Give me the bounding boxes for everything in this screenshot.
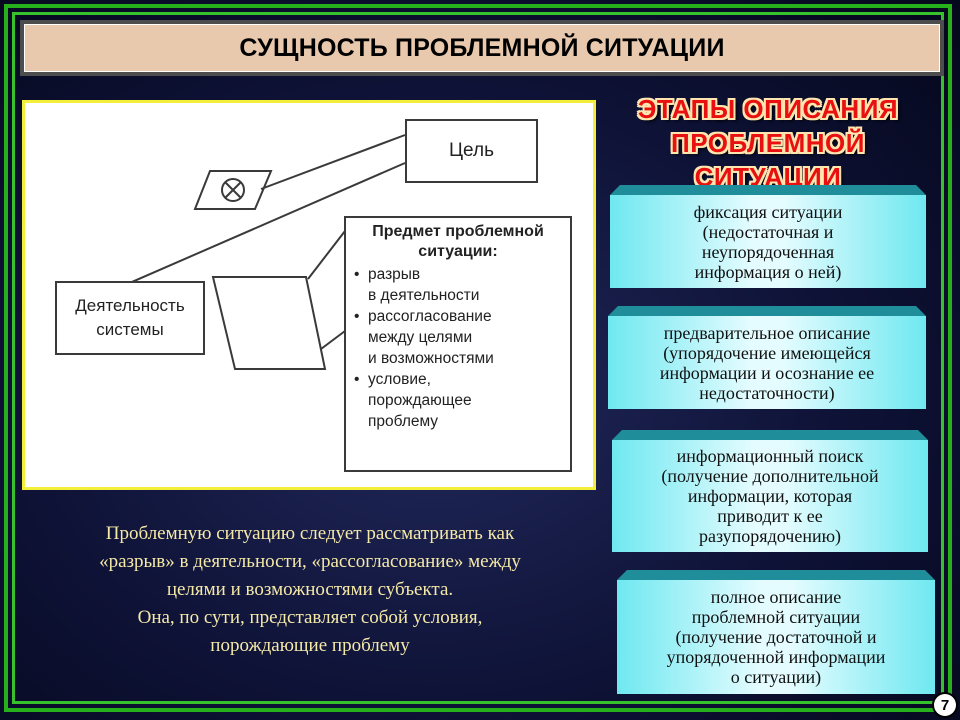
title-bar: СУЩНОСТЬ ПРОБЛЕМНОЙ СИТУАЦИИ [20, 20, 944, 76]
stage-card-2: предварительное описание (упорядочение и… [608, 306, 926, 409]
subject-list-item: порождающее [368, 392, 472, 409]
activity-to-goal-line [124, 162, 406, 286]
problem-situation-diagram: Цель Деятельность системы Предмет пробле… [22, 100, 596, 490]
crossed-circle-icon [221, 178, 245, 202]
caption-text: Проблемную ситуацию следует рассматриват… [40, 520, 580, 660]
slide-frame-outer [4, 4, 952, 712]
subject-title-line1: Предмет проблемной [372, 223, 544, 240]
stage-card-face: информационный поиск (получение дополнит… [612, 440, 928, 552]
subject-list: разрыв в деятельности рассогласование ме… [354, 264, 562, 432]
subject-box: Предмет проблемной ситуации: разрыв в де… [344, 216, 572, 472]
stage-card-1: фиксация ситуации (недостаточная и неупо… [610, 185, 926, 288]
stages-title-line1: ЭТАПЫ ОПИСАНИЯ [637, 94, 899, 124]
parallelogram-to-subject-line-bottom [320, 330, 346, 350]
stage-text: информационный поиск (получение дополнит… [661, 446, 879, 546]
caption-line: Она, по сути, представляет собой условия… [137, 607, 483, 628]
subject-list-item: между целями [368, 329, 473, 346]
subject-list-item: в деятельности [368, 287, 480, 304]
stage-card-face: фиксация ситуации (недостаточная и неупо… [610, 195, 926, 288]
activity-label-line2: системы [96, 320, 164, 339]
slide-title: СУЩНОСТЬ ПРОБЛЕМНОЙ СИТУАЦИИ [239, 33, 725, 62]
goal-box: Цель [405, 119, 538, 183]
subject-list-item: и возможностями [368, 350, 494, 367]
activity-box: Деятельность системы [55, 281, 205, 355]
goal-label: Цель [449, 140, 494, 161]
stage-card-top [612, 430, 928, 440]
stage-card-face: предварительное описание (упорядочение и… [608, 316, 926, 409]
subject-list-item: разрыв [354, 264, 562, 285]
slide-frame-inner [12, 12, 944, 704]
parallelogram-to-subject-line-top [307, 230, 346, 280]
subject-list-item: проблему [368, 413, 439, 430]
diamond-to-goal-line [260, 134, 406, 190]
parallelogram-shape [211, 276, 327, 370]
stage-card-face: полное описание проблемной ситуации (пол… [617, 580, 935, 694]
stage-text: фиксация ситуации (недостаточная и неупо… [693, 201, 843, 282]
stage-card-top [608, 306, 926, 316]
stage-text: предварительное описание (упорядочение и… [659, 322, 875, 403]
stage-card-3: информационный поиск (получение дополнит… [612, 430, 928, 552]
subject-list-item: рассогласование [354, 306, 562, 327]
stage-card-top [610, 185, 926, 195]
subject-title-line2: ситуации: [418, 243, 498, 260]
diagram-lines [124, 134, 406, 370]
caption-line: порождающие проблему [210, 635, 410, 656]
slide-number-badge: 7 [934, 694, 956, 716]
activity-label-line1: Деятельность [75, 296, 185, 315]
subject-list-item: условие, [354, 369, 562, 390]
caption-line: Проблемную ситуацию следует рассматриват… [105, 523, 515, 544]
stage-card-4: полное описание проблемной ситуации (пол… [617, 570, 935, 694]
caption-line: целями и возможностями субъекта. [166, 579, 454, 600]
slide-number: 7 [940, 696, 950, 714]
stage-card-top [617, 570, 935, 580]
stages-title: ЭТАПЫ ОПИСАНИЯ ПРОБЛЕМНОЙ СИТУАЦИИ [610, 92, 926, 194]
stage-text: полное описание проблемной ситуации (пол… [666, 587, 886, 687]
stages-title-line2: ПРОБЛЕМНОЙ СИТУАЦИИ [671, 128, 865, 192]
caption-line: «разрыв» в деятельности, «рассогласовани… [99, 551, 521, 572]
